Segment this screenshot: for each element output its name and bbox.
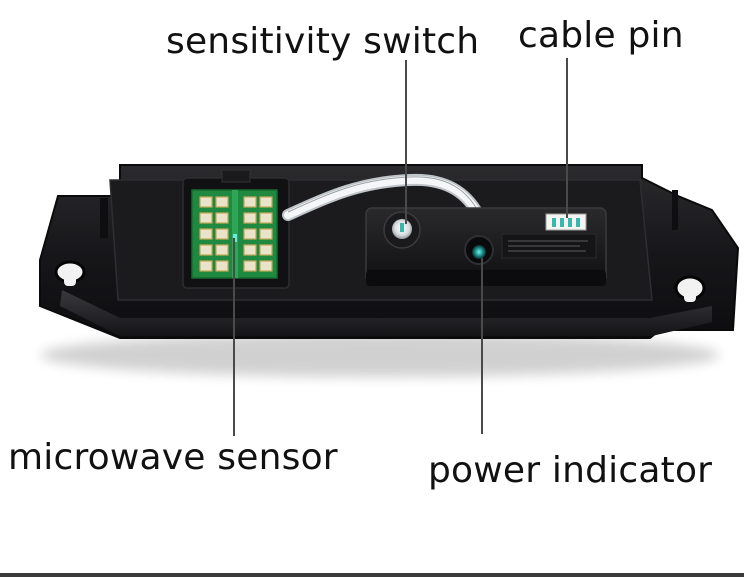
led-icon bbox=[464, 235, 494, 265]
control-box bbox=[365, 207, 607, 286]
ribbon-cable bbox=[282, 173, 484, 221]
leader-lines bbox=[233, 58, 568, 436]
drop-shadow bbox=[40, 333, 720, 377]
mounting-hole-icon bbox=[54, 260, 86, 286]
side-tab bbox=[100, 198, 108, 238]
bottom-border bbox=[0, 573, 744, 577]
label-power-indicator: power indicator bbox=[428, 450, 713, 491]
microwave-sensor-module bbox=[182, 169, 290, 289]
front-lip bbox=[60, 290, 712, 336]
label-microwave-sensor: microwave sensor bbox=[8, 437, 338, 478]
label-cable-pin: cable pin bbox=[518, 15, 684, 56]
side-tab bbox=[672, 190, 678, 230]
mounting-hole-icon bbox=[674, 275, 706, 302]
cable-pin-connector bbox=[545, 213, 587, 231]
label-sensitivity-switch: sensitivity switch bbox=[166, 21, 480, 62]
dial-icon bbox=[383, 211, 421, 249]
